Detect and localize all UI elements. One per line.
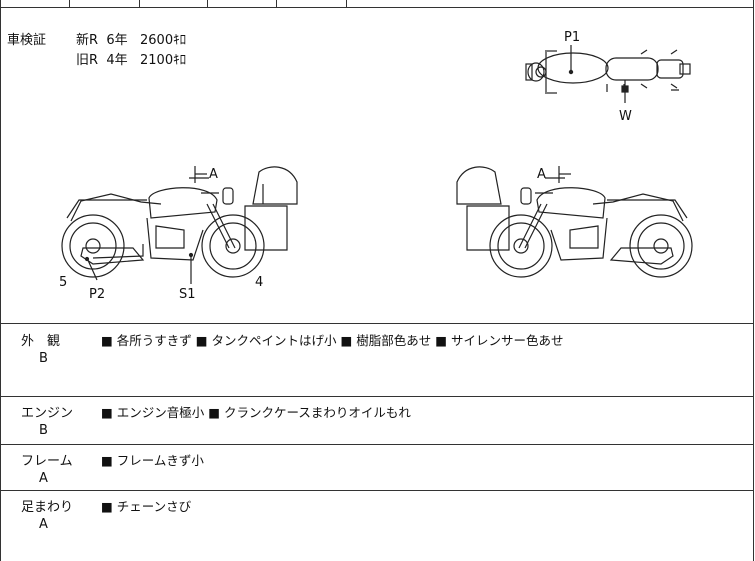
motorcycle-diagrams: P1 W xyxy=(59,30,693,302)
section-engine: エンジン B ■ エンジン音極小 ■ クランクケースまわりオイルもれ xyxy=(1,396,753,444)
top-view-motorcycle: P1 W xyxy=(525,30,691,124)
grade-frame: A xyxy=(39,471,48,486)
grade-suspension: A xyxy=(39,517,48,532)
shaken-label: 車検証 xyxy=(7,33,47,48)
label-p1: P1 xyxy=(564,30,580,45)
label-p2: P2 xyxy=(89,287,105,302)
category-engine: エンジン xyxy=(21,406,74,421)
grade-exterior: B xyxy=(39,351,48,366)
shaken-row-new: 新R 6年 2600ｷﾛ xyxy=(76,33,187,48)
section-exterior: 外 観 B ■ 各所うすきず ■ タンクペイントはげ小 ■ 樹脂部色あせ ■ サ… xyxy=(1,324,753,396)
label-4: 4 xyxy=(255,275,263,290)
grade-engine: B xyxy=(39,423,48,438)
notes-frame: ■ フレームきず小 xyxy=(101,453,204,468)
label-left-a: A xyxy=(209,167,218,182)
label-right-a: A xyxy=(537,167,546,182)
divider xyxy=(1,490,753,491)
left-side-motorcycle: A 5 P2 S1 4 xyxy=(59,166,298,302)
section-suspension: 足まわり A ■ チェーンさび xyxy=(1,490,753,561)
right-side-motorcycle xyxy=(456,166,693,278)
header-strip xyxy=(1,0,753,8)
shaken-row-old: 旧R 4年 2100ｷﾛ xyxy=(76,53,187,68)
label-5: 5 xyxy=(59,275,67,290)
divider xyxy=(1,444,753,445)
notes-engine: ■ エンジン音極小 ■ クランクケースまわりオイルもれ xyxy=(101,405,411,420)
notes-exterior: ■ 各所うすきず ■ タンクペイントはげ小 ■ 樹脂部色あせ ■ サイレンサー色… xyxy=(101,333,564,348)
notes-suspension: ■ チェーンさび xyxy=(101,499,192,514)
category-suspension: 足まわり xyxy=(21,500,74,515)
divider xyxy=(1,396,753,397)
category-exterior: 外 観 xyxy=(21,334,61,349)
section-frame: フレーム A ■ フレームきず小 xyxy=(1,444,753,490)
label-s1: S1 xyxy=(179,287,196,302)
category-frame: フレーム xyxy=(21,454,73,469)
label-w: W xyxy=(619,109,632,124)
condition-diagram: 車検証 新R 6年 2600ｷﾛ 旧R 4年 2100ｷﾛ xyxy=(1,8,753,324)
